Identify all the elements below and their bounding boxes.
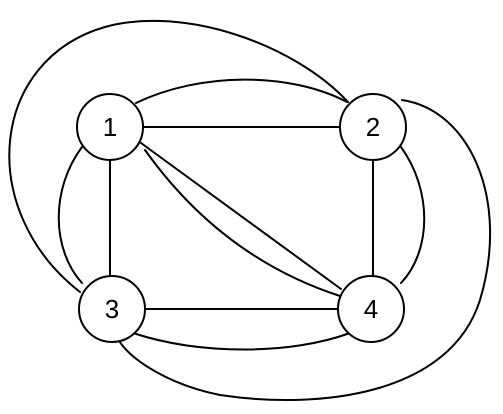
node-3: 3 xyxy=(78,275,146,343)
node-1-circle xyxy=(76,93,144,161)
nodes-layer: 1 2 3 4 xyxy=(76,93,407,343)
edge-1-2-arc xyxy=(135,78,348,104)
node-1-label: 1 xyxy=(103,112,117,142)
edge-3-2-outer xyxy=(8,19,349,293)
node-3-label: 3 xyxy=(105,294,119,324)
node-2-label: 2 xyxy=(366,112,380,142)
node-4-label: 4 xyxy=(364,294,378,324)
edges-layer xyxy=(8,19,492,402)
node-4: 4 xyxy=(337,275,405,343)
node-2: 2 xyxy=(339,93,407,161)
edge-1-3-arc xyxy=(57,146,83,284)
edge-1-4-straight xyxy=(140,142,342,290)
edge-1-4-arc xyxy=(144,149,341,297)
node-1: 1 xyxy=(76,93,144,161)
node-2-circle xyxy=(339,93,407,161)
node-3-circle xyxy=(78,275,146,343)
edge-2-4-arc xyxy=(400,146,426,284)
edge-3-4-arc xyxy=(132,332,351,351)
edge-2-3-outer xyxy=(117,99,492,402)
node-4-circle xyxy=(337,275,405,343)
